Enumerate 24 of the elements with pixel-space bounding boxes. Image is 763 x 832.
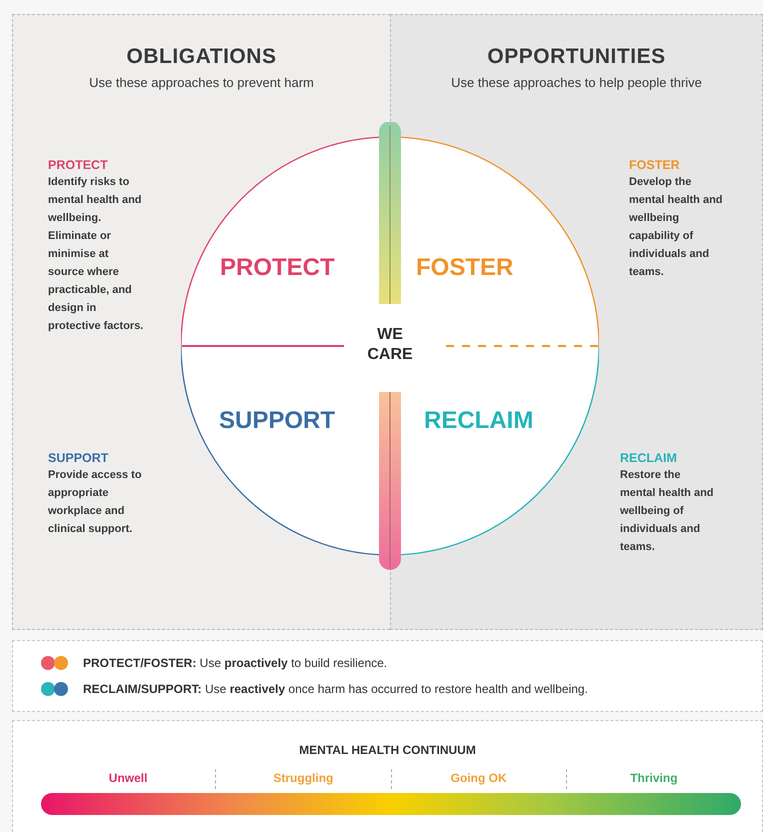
quadrant-label: SUPPORT — [219, 407, 336, 435]
panel-subheading: Use these approaches to help people thrive — [451, 74, 702, 92]
description-text: Provide access to appropriate workplace and clinical support. — [48, 468, 143, 537]
panel-heading: OBLIGATIONS — [126, 44, 277, 70]
quadrant-label: RECLAIM — [424, 407, 534, 435]
section-heading: RECLAIM — [620, 450, 678, 466]
continuum-title: MENTAL HEALTH CONTINUUM — [298, 742, 477, 759]
continuum-label: Going OK — [450, 770, 507, 787]
section-heading: FOSTER — [629, 157, 681, 173]
description-text: Identify risks to mental health and wellbeing. Eliminate or minimise at source where practicable, and design in protective factors. — [48, 175, 144, 334]
legend-text: PROTECT/FOSTER: Use proactively to build resilience. — [83, 655, 388, 672]
section-heading: SUPPORT — [48, 450, 110, 466]
section-heading: PROTECT — [48, 157, 109, 173]
continuum-label: Unwell — [108, 770, 148, 787]
gradient-bar — [41, 793, 741, 815]
legend-text: RECLAIM/SUPPORT: Use reactively once harm has occurred to restore health and wellbeing. — [83, 681, 588, 698]
description-text: Restore the mental health and wellbeing of individuals and teams. — [620, 468, 715, 555]
continuum-label: Struggling — [273, 770, 334, 787]
quadrant-label: FOSTER — [416, 254, 514, 282]
panel-heading: OPPORTUNITIES — [487, 44, 666, 70]
description-text: Develop the mental health and wellbeing capability of individuals and teams. — [629, 175, 724, 280]
quadrant-label: PROTECT — [220, 254, 335, 282]
continuum-label: Thriving — [630, 770, 678, 787]
panel-subheading: Use these approaches to prevent harm — [89, 74, 314, 92]
